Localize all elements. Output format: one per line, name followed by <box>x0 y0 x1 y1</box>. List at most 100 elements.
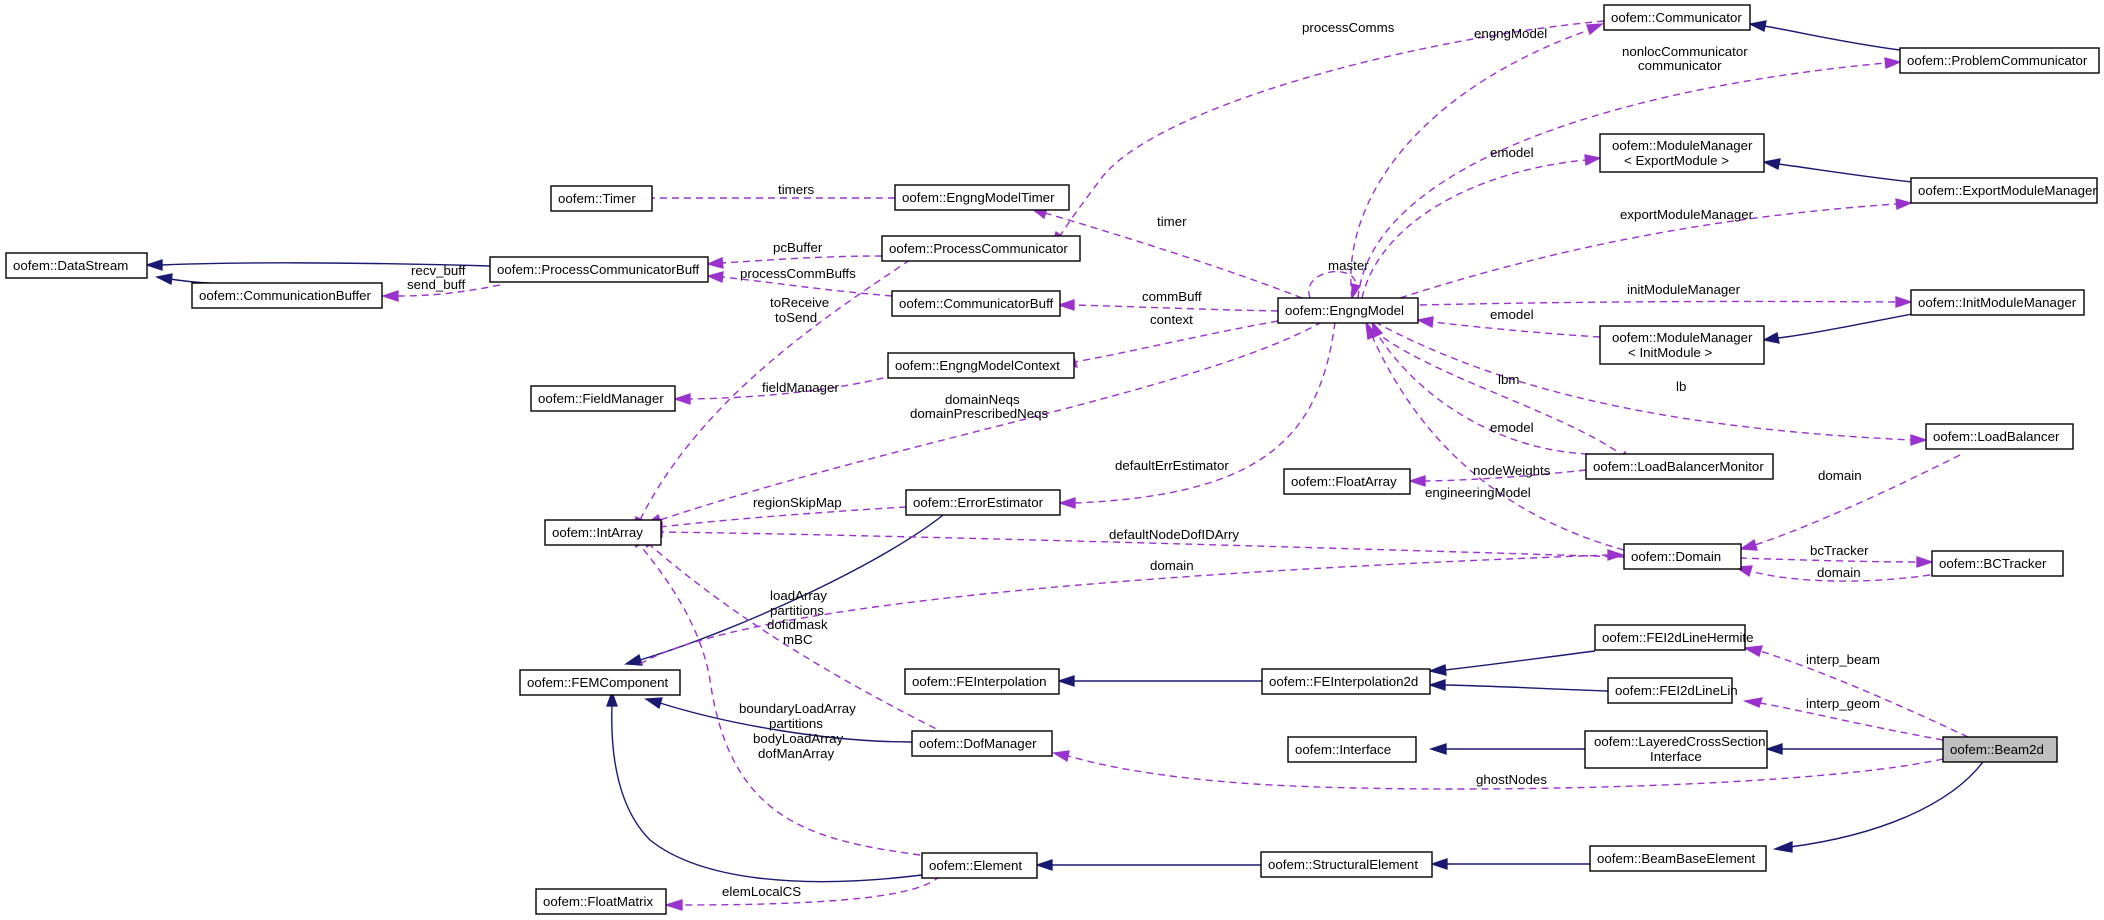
node-initmodulemanager[interactable]: oofem::InitModuleManager <box>1910 289 2085 316</box>
label-defaulterrestimator: defaultErrEstimator <box>1115 458 1229 473</box>
label-engngmodel: engngModel <box>1474 26 1547 41</box>
label-lb: lb <box>1676 379 1686 394</box>
node-timer-label: oofem::Timer <box>558 191 636 206</box>
node-intarray[interactable]: oofem::IntArray <box>544 519 662 546</box>
node-loadbalancer-label: oofem::LoadBalancer <box>1933 429 2060 444</box>
node-communicatorbuff-label: oofem::CommunicatorBuff <box>899 296 1054 311</box>
node-problemcommunicator[interactable]: oofem::ProblemCommunicator <box>1899 47 2100 74</box>
node-fieldmanager[interactable]: oofem::FieldManager <box>530 385 676 412</box>
usage-domain-bctracker <box>1739 556 1935 568</box>
label-timer: timer <box>1157 214 1187 229</box>
label-initmodulemanager: initModuleManager <box>1627 282 1741 297</box>
label-pcbuffer: pcBuffer <box>773 240 823 255</box>
usage-lb-domain <box>1739 454 1961 551</box>
node-layeredcrosssection[interactable]: oofem::LayeredCrossSection Interface <box>1584 730 1768 769</box>
node-processcommunicatorbuff-label: oofem::ProcessCommunicatorBuff <box>497 262 700 277</box>
node-dofmanager-label: oofem::DofManager <box>919 736 1037 751</box>
node-exportmodulemanager-label: oofem::ExportModuleManager <box>1918 183 2097 198</box>
node-beam2d[interactable]: oofem::Beam2d <box>1942 736 2058 763</box>
label-tosend: toSend <box>775 310 817 325</box>
usage-errest-intarray <box>643 506 907 533</box>
label-nonloccommunicator: nonlocCommunicator <box>1622 44 1748 59</box>
node-fei2dlinehermite[interactable]: oofem::FEI2dLineHermite <box>1594 624 1754 651</box>
node-errorestimator[interactable]: oofem::ErrorEstimator <box>905 489 1061 516</box>
usage-lbm-floatarray <box>1407 469 1587 487</box>
usage-lbm-engng <box>1371 320 1589 455</box>
label-toreceive: toReceive <box>770 295 829 310</box>
node-beambaseelement[interactable]: oofem::BeamBaseElement <box>1589 845 1767 872</box>
label-timers: timers <box>778 182 815 197</box>
node-bctracker-label: oofem::BCTracker <box>1939 556 2047 571</box>
node-domain[interactable]: oofem::Domain <box>1623 543 1742 570</box>
node-communicator-label: oofem::Communicator <box>1611 10 1742 25</box>
node-element[interactable]: oofem::Element <box>921 852 1038 879</box>
node-interface[interactable]: oofem::Interface <box>1287 736 1417 763</box>
node-layeredcs-line1: oofem::LayeredCrossSection <box>1594 734 1765 749</box>
node-engngmodel[interactable]: oofem::EngngModel <box>1277 297 1419 324</box>
node-feinterpolation2d[interactable]: oofem::FEInterpolation2d <box>1261 668 1431 695</box>
inherit-femcomponent-element <box>606 690 923 883</box>
inherit-femcomponent-dofmanager <box>644 697 913 743</box>
node-processcommunicator[interactable]: oofem::ProcessCommunicator <box>881 235 1081 262</box>
label-bctracker: bcTracker <box>1810 543 1869 558</box>
node-engngmodeltimer[interactable]: oofem::EngngModelTimer <box>894 184 1070 211</box>
node-interface-label: oofem::Interface <box>1295 742 1391 757</box>
node-communicationbuffer[interactable]: oofem::CommunicationBuffer <box>191 282 383 309</box>
label-domain-bct: domain <box>1817 565 1861 580</box>
usage-engng-master <box>1308 270 1362 301</box>
label-processcommbuffs: processCommBuffs <box>740 266 856 281</box>
node-communicator[interactable]: oofem::Communicator <box>1603 4 1751 31</box>
label-nodeweights: nodeWeights <box>1473 463 1551 478</box>
node-datastream[interactable]: oofem::DataStream <box>5 252 148 279</box>
node-engngmodelcontext[interactable]: oofem::EngngModelContext <box>887 352 1075 379</box>
node-processcommunicatorbuff[interactable]: oofem::ProcessCommunicatorBuff <box>489 256 709 283</box>
usage-engng-context <box>1059 320 1279 368</box>
node-modulemanager-export[interactable]: oofem::ModuleManager < ExportModule > <box>1599 133 1765 173</box>
node-loadbalancermonitor[interactable]: oofem::LoadBalancerMonitor <box>1585 453 1774 480</box>
node-fei2dlinehermite-label: oofem::FEI2dLineHermite <box>1602 630 1754 645</box>
node-dofmanager[interactable]: oofem::DofManager <box>911 730 1053 757</box>
node-errorestimator-label: oofem::ErrorEstimator <box>913 495 1044 510</box>
label-emodel-lbm: emodel <box>1490 420 1534 435</box>
node-exportmodulemanager[interactable]: oofem::ExportModuleManager <box>1910 177 2098 204</box>
node-structuralelement[interactable]: oofem::StructuralElement <box>1260 851 1433 878</box>
node-loadbalancermonitor-label: oofem::LoadBalancerMonitor <box>1593 459 1764 474</box>
node-initmodulemanager-label: oofem::InitModuleManager <box>1918 295 2077 310</box>
node-beambaseelement-label: oofem::BeamBaseElement <box>1597 851 1755 866</box>
node-floatarray-label: oofem::FloatArray <box>1291 474 1397 489</box>
label-domain-femc: domain <box>1150 558 1194 573</box>
node-fieldmanager-label: oofem::FieldManager <box>538 391 664 406</box>
node-floatarray[interactable]: oofem::FloatArray <box>1283 468 1411 495</box>
node-floatmatrix[interactable]: oofem::FloatMatrix <box>535 888 667 915</box>
label-fieldmanager: fieldManager <box>762 380 839 395</box>
usage-beam2d-interp_geom <box>1742 697 1944 741</box>
node-femcomponent[interactable]: oofem::FEMComponent <box>519 669 681 696</box>
inherit-structural-beambase <box>1429 858 1590 870</box>
inherit-layeredcs-beam2d <box>1764 743 1943 755</box>
inherit-datastream-processcommbuff <box>144 259 491 271</box>
node-modulemanager-init[interactable]: oofem::ModuleManager < InitModule > <box>1599 325 1765 365</box>
node-bctracker[interactable]: oofem::BCTracker <box>1931 550 2064 577</box>
node-feinterpolation[interactable]: oofem::FEInterpolation <box>904 668 1060 695</box>
label-elemlocalcs: elemLocalCS <box>722 884 801 899</box>
usage-commbuff-pcb <box>706 271 893 297</box>
label-exportmodulemanager: exportModuleManager <box>1620 207 1754 222</box>
inherit-beambase-beam2d <box>1772 761 1984 853</box>
node-fei2dlinelin[interactable]: oofem::FEI2dLineLin <box>1607 677 1738 704</box>
label-defaultnodedofidarry: defaultNodeDofIDArry <box>1109 527 1239 542</box>
inherit-interface-layeredcs <box>1428 743 1585 755</box>
node-timer[interactable]: oofem::Timer <box>550 185 653 212</box>
node-engngmodel-label: oofem::EngngModel <box>1285 303 1404 318</box>
node-communicatorbuff[interactable]: oofem::CommunicatorBuff <box>891 290 1061 317</box>
label-mbc: mBC <box>783 632 813 647</box>
label-commbuff: commBuff <box>1142 289 1202 304</box>
label-recv-buff: recv_buff <box>411 263 466 278</box>
label-master: master <box>1328 258 1369 273</box>
inherit-modulemgr-init <box>1762 313 1913 344</box>
node-domain-label: oofem::Domain <box>1631 549 1721 564</box>
inherit-fei2dlin-fei2d <box>1427 679 1609 692</box>
node-loadbalancer[interactable]: oofem::LoadBalancer <box>1925 423 2074 450</box>
usage-engng-commbuff <box>1056 299 1279 312</box>
usage-engng-lb <box>1374 321 1929 446</box>
node-modulemanager-init-line2: < InitModule > <box>1628 345 1713 360</box>
